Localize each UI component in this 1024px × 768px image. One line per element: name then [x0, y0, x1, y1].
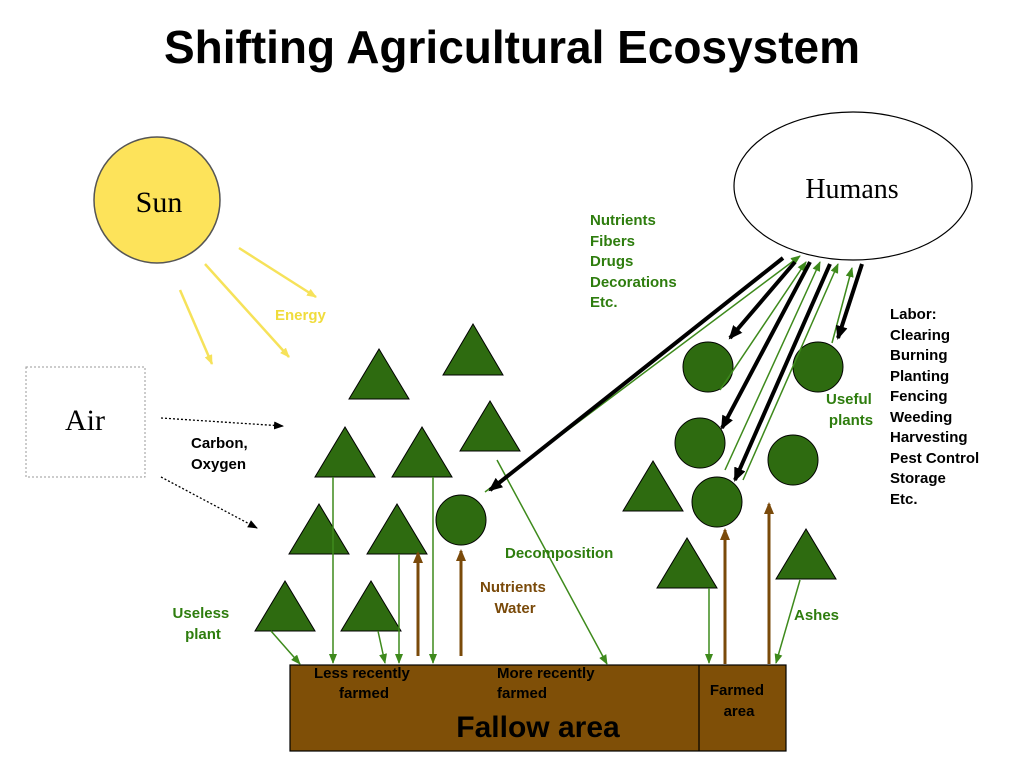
- page-title: Shifting Agricultural Ecosystem: [163, 21, 861, 73]
- air-label: Air: [65, 404, 105, 437]
- harvest-arrow: [719, 261, 807, 391]
- labor-arrow: [733, 263, 832, 482]
- carbon-oxygen-label: Carbon, Oxygen: [191, 435, 252, 473]
- labor-arrow: [835, 263, 864, 340]
- crop-plant: [674, 417, 726, 469]
- tree: [348, 348, 410, 400]
- air-arrow: [160, 476, 258, 529]
- decay-arrow: [270, 630, 301, 665]
- labor-arrow: [728, 260, 797, 340]
- tree: [366, 503, 428, 555]
- fallow-area-label: Fallow area: [456, 711, 620, 744]
- labor-arrow: [488, 256, 785, 492]
- tree: [459, 400, 521, 452]
- ashes-arrow: [774, 579, 801, 664]
- tree: [391, 426, 453, 478]
- crop-plant: [767, 434, 819, 486]
- energy-arrows: [178, 246, 317, 365]
- less-recently-farmed-label: Less recently farmed: [314, 665, 414, 702]
- decomposition-label: Decomposition: [505, 545, 613, 562]
- nutrients-water-label: Nutrients Water: [480, 579, 550, 617]
- tree: [314, 426, 376, 478]
- harvest-arrow: [742, 263, 839, 481]
- decay-arrow: [377, 630, 387, 664]
- trees: [254, 323, 837, 632]
- tree: [288, 503, 350, 555]
- green-arrows: [270, 255, 854, 665]
- air-node: Air: [25, 366, 146, 478]
- crop-plant: [435, 494, 487, 546]
- more-recently-farmed-label: More recently farmed: [497, 665, 599, 702]
- crop-plant: [682, 341, 734, 393]
- ground: Less recently farmed More recently farme…: [289, 664, 787, 752]
- brown-arrows: [413, 502, 774, 664]
- ashes-label: Ashes: [794, 607, 839, 624]
- air-arrows: [160, 417, 284, 529]
- tree: [622, 460, 684, 512]
- energy-arrow: [204, 263, 290, 358]
- air-arrow: [160, 417, 284, 430]
- harvest-arrow: [831, 267, 854, 344]
- useless-plant-tree: [254, 580, 316, 632]
- labor-list: Labor: Clearing Burning Planting Fencing…: [890, 306, 983, 508]
- humans-node: Humans: [733, 111, 973, 261]
- humans-label: Humans: [805, 174, 898, 205]
- decomposition-arrow: [496, 459, 608, 665]
- tree: [775, 528, 837, 580]
- energy-arrow: [178, 289, 214, 365]
- human-products-label: Nutrients Fibers Drugs Decorations Etc.: [590, 212, 681, 311]
- labor-arrows: [488, 256, 864, 492]
- labor-arrow: [720, 261, 812, 430]
- energy-arrow: [238, 246, 317, 299]
- crop-plant: [691, 476, 743, 528]
- useful-plants-label: Useful plants: [826, 391, 876, 429]
- tree: [340, 580, 402, 632]
- tree: [442, 323, 504, 376]
- tree: [656, 537, 718, 589]
- farmed-area-label: Farmed area: [710, 682, 768, 720]
- harvest-arrow: [724, 261, 821, 471]
- useless-plant-label: Useless plant: [173, 605, 234, 643]
- energy-label: Energy: [275, 307, 327, 324]
- sun-label: Sun: [136, 186, 183, 219]
- useful-plants: [435, 341, 844, 546]
- sun-node: Sun: [93, 136, 221, 264]
